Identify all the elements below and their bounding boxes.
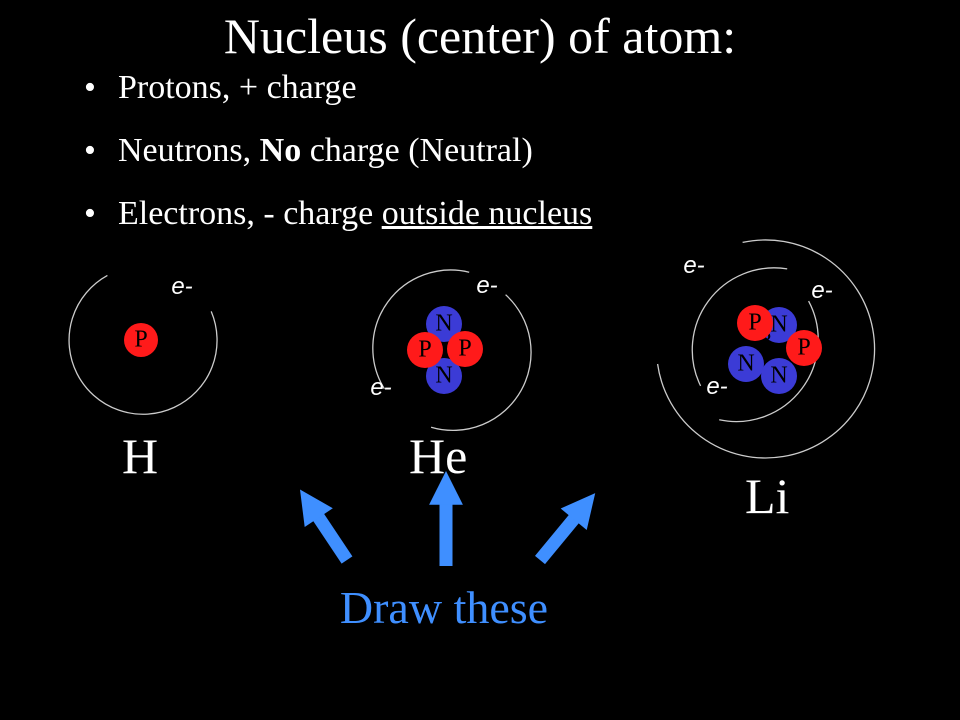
caption: Draw these — [339, 582, 549, 633]
helium-atom: N N P P e- e- — [370, 269, 532, 432]
proton-label: P — [134, 327, 147, 353]
proton — [786, 330, 822, 366]
arrow-left — [300, 489, 353, 564]
electron-label: e- — [476, 272, 497, 299]
proton-label: P — [418, 337, 431, 363]
neutron-label: N — [435, 311, 452, 337]
bullet-dot: • — [84, 195, 96, 232]
proton — [447, 331, 483, 367]
bullet-text-tail: charge (Neutral) — [301, 132, 533, 169]
proton — [737, 305, 773, 341]
neutron — [728, 346, 764, 382]
bullet-text: Neutrons, — [118, 132, 260, 169]
electron-label: e- — [171, 273, 192, 300]
arrows — [300, 470, 596, 566]
neutron-label: N — [737, 351, 754, 377]
bullet-neutrons: • Neutrons, No charge (Neutral) — [84, 131, 592, 171]
bullet-electrons: • Electrons, - charge outside nucleus — [84, 194, 592, 234]
electron-orbit — [691, 267, 788, 387]
neutron-label: N — [435, 363, 452, 389]
atom-symbol-li: Li — [745, 468, 790, 524]
electron-orbit — [719, 300, 819, 423]
bullet-list: • Protons, + charge • Neutrons, No charge … — [84, 68, 592, 257]
electron-label: e- — [811, 277, 832, 304]
electron-orbit — [430, 294, 532, 432]
neutron-label: N — [770, 312, 787, 338]
slide-title: Nucleus (center) of atom: — [223, 8, 737, 64]
atom-symbol-h: H — [122, 428, 159, 484]
bullet-dot: • — [84, 69, 96, 106]
electron-orbit — [68, 274, 218, 415]
neutron — [426, 358, 462, 394]
arrow-right — [534, 493, 596, 565]
electron-orbit — [372, 269, 470, 390]
bullet-text: Protons, + charge — [118, 69, 357, 106]
electron-orbit — [656, 239, 876, 459]
hydrogen-atom: P e- — [68, 273, 218, 415]
neutron-label: N — [770, 363, 787, 389]
bullet-text: Electrons, - charge — [118, 195, 382, 232]
electron-label: e- — [706, 373, 727, 400]
neutron — [426, 306, 462, 342]
lithium-atom: N 3 N N P P e- e- e- — [656, 239, 876, 459]
proton-label: P — [458, 336, 471, 362]
bullet-dot: • — [84, 132, 96, 169]
proton — [124, 323, 158, 357]
electron-label: e- — [370, 374, 391, 401]
proton-label: P — [748, 310, 761, 336]
bullet-underlined: outside nucleus — [381, 195, 593, 232]
bullet-emphasis: No — [259, 132, 302, 169]
proton — [407, 332, 443, 368]
neutron — [761, 358, 797, 394]
bullet-protons: • Protons, + charge — [84, 68, 592, 108]
atom-symbol-he: He — [409, 428, 468, 484]
electron-label: e- — [683, 252, 704, 279]
proton-label: P — [797, 335, 810, 361]
